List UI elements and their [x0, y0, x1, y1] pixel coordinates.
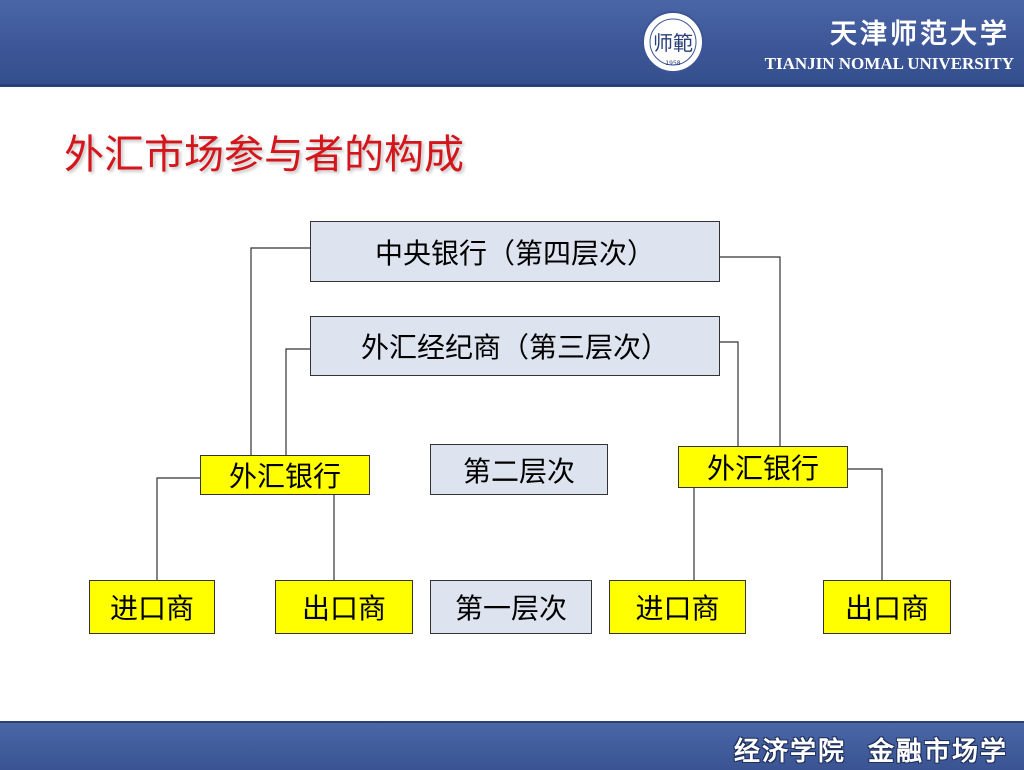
footer-course: 金融市场学 — [867, 737, 1008, 767]
connector-broker-left — [285, 348, 310, 455]
university-seal-icon: 师範 1958 — [642, 11, 704, 73]
connector-broker-right — [720, 341, 739, 446]
level-two-box: 第二层次 — [430, 444, 608, 495]
fx-bank-right-box: 外汇银行 — [678, 446, 848, 488]
connector-bankL-importer — [156, 477, 200, 580]
connector-central-left — [250, 247, 310, 455]
university-name-en: TIANJIN NOMAL UNIVERSITY — [764, 54, 1014, 73]
header-banner: 师範 1958 天津师范大学 TIANJIN NOMAL UNIVERSITY — [0, 0, 1024, 87]
connector-central-right — [720, 256, 781, 446]
level-one-box: 第一层次 — [430, 580, 592, 634]
footer-caption: 经济学院金融市场学 — [712, 731, 1008, 768]
seal-logo-text: 师範 — [653, 31, 693, 55]
fx-bank-left-box: 外汇银行 — [200, 455, 370, 495]
importer-right-box: 进口商 — [609, 580, 746, 634]
university-name-cn: 天津师范大学 — [830, 19, 1010, 50]
seal-logo-year: 1958 — [665, 60, 680, 67]
fx-broker-box: 外汇经纪商（第三层次） — [310, 316, 720, 376]
exporter-right-box: 出口商 — [823, 580, 951, 634]
central-bank-box: 中央银行（第四层次） — [310, 221, 720, 282]
exporter-left-box: 出口商 — [275, 580, 413, 634]
slide-title: 外汇市场参与者的构成 — [64, 132, 464, 178]
footer-school: 经济学院 — [733, 737, 846, 767]
connector-bankR-exporter — [848, 468, 883, 580]
footer-banner: 经济学院金融市场学 — [0, 721, 1024, 770]
importer-left-box: 进口商 — [89, 580, 215, 634]
